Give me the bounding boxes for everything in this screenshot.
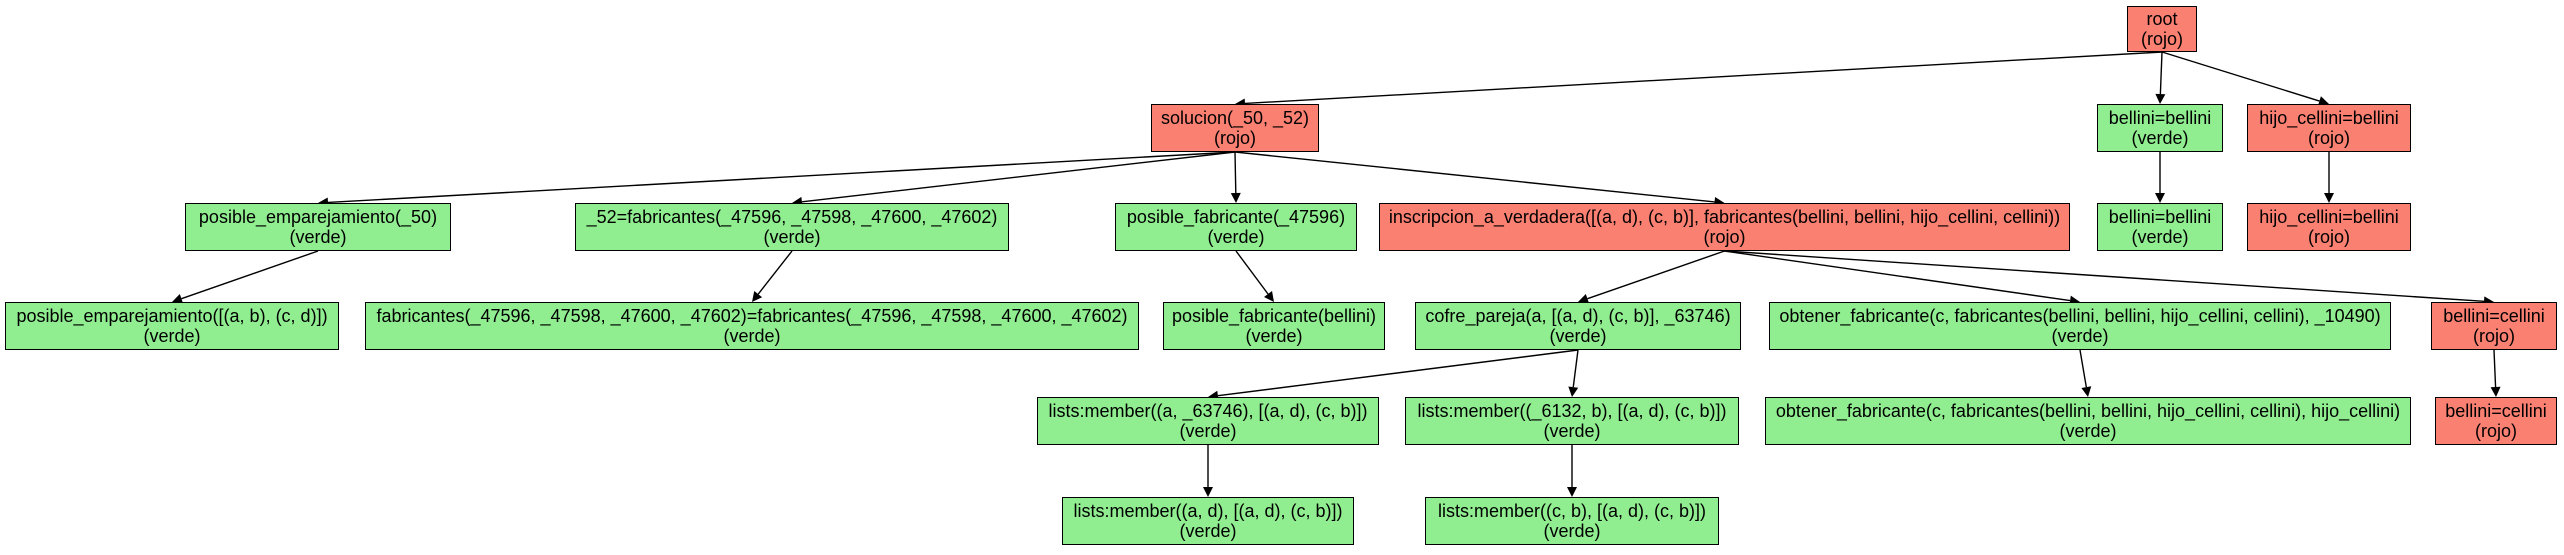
node-lists-member-a-result: lists:member((a, d), [(a, d), (c, b)]) (… (1062, 497, 1354, 545)
node-status: (verde) (143, 326, 201, 346)
node-status: (rojo) (2307, 128, 2350, 148)
node-status: (rojo) (2474, 421, 2517, 441)
edge-inscripcion-obtener1 (1724, 250, 2071, 302)
node-status: (verde) (1179, 521, 1237, 541)
edge-solucion-posible_fab (1234, 151, 1237, 194)
node-status: (verde) (763, 227, 821, 247)
edge-solucion-posible_emp (327, 151, 1236, 204)
node-label: solucion(_50, _52) (1160, 108, 1310, 128)
node-label: obtener_fabricante(c, fabricantes(bellin… (1775, 401, 2401, 421)
edge-solucion-fab52 (801, 151, 1236, 203)
node-bellini-cellini-result: bellini=cellini (rojo) (2435, 397, 2557, 445)
node-inscripcion-a-verdadera: inscripcion_a_verdadera([(a, d), (c, b)]… (1379, 203, 2070, 251)
node-fabricantes-assign: _52=fabricantes(_47596, _47598, _47600, … (575, 203, 1009, 251)
arrowhead-icon (2324, 193, 2334, 203)
arrowhead-icon (752, 291, 763, 302)
node-status: (verde) (2131, 128, 2189, 148)
edge-obtener1-obtener2 (2079, 349, 2088, 388)
node-status: (rojo) (1703, 227, 1746, 247)
arrowhead-icon (1567, 487, 1577, 497)
node-status: (rojo) (1213, 128, 1256, 148)
arrowhead-icon (1264, 290, 1274, 302)
node-status: (verde) (1543, 421, 1601, 441)
node-obtener-fabricante: obtener_fabricante(c, fabricantes(bellin… (1769, 302, 2391, 350)
node-hijo-cellini-bellini-result: hijo_cellini=bellini (rojo) (2247, 203, 2411, 251)
node-status: (verde) (289, 227, 347, 247)
arrowhead-icon (1578, 293, 1590, 304)
node-label: bellini=cellini (2443, 306, 2545, 326)
node-label: fabricantes(_47596, _47598, _47600, _476… (376, 306, 1128, 326)
node-label: obtener_fabricante(c, fabricantes(bellin… (1779, 306, 2381, 326)
node-posible-emparejamiento: posible_emparejamiento(_50) (verde) (185, 203, 451, 251)
node-posible-emparejamiento-list: posible_emparejamiento([(a, b), (c, d)])… (5, 302, 339, 350)
node-bellini-bellini-result: bellini=bellini (verde) (2097, 203, 2223, 251)
edge-posible_emp-posible_emp_list (181, 250, 319, 300)
node-label: bellini=bellini (2108, 207, 2212, 227)
node-label: posible_fabricante(_47596) (1126, 207, 1346, 227)
node-posible-fabricante: posible_fabricante(_47596) (verde) (1115, 203, 1357, 251)
node-label: cofre_pareja(a, [(a, d), (c, b)], _63746… (1425, 306, 1731, 326)
node-lists-member-b: lists:member((_6132, b), [(a, d), (c, b)… (1405, 397, 1739, 445)
node-status: (rojo) (2472, 326, 2515, 346)
arrowhead-icon (1230, 192, 1241, 203)
node-status: (rojo) (2307, 227, 2350, 247)
node-label: hijo_cellini=bellini (2259, 108, 2399, 128)
edge-inscripcion-cellini_a (1724, 250, 2485, 303)
node-label: _52=fabricantes(_47596, _47598, _47600, … (586, 207, 998, 227)
node-label: lists:member((a, d), [(a, d), (c, b)]) (1073, 501, 1343, 521)
node-obtener-fabricante-result: obtener_fabricante(c, fabricantes(bellin… (1765, 397, 2411, 445)
arrowhead-icon (2490, 386, 2501, 397)
node-label: lists:member((a, _63746), [(a, d), (c, b… (1048, 401, 1368, 421)
node-lists-member-a: lists:member((a, _63746), [(a, d), (c, b… (1037, 397, 1379, 445)
edge-cellini_a-cellini_b (2493, 349, 2497, 388)
arrowhead-icon (2155, 193, 2165, 203)
arrowhead-icon (172, 293, 184, 304)
node-status: (verde) (1543, 521, 1601, 541)
node-label: posible_fabricante(bellini) (1171, 306, 1377, 326)
node-status: (verde) (1549, 326, 1607, 346)
node-status: (rojo) (2140, 29, 2183, 49)
edge-root-hijo_a (2161, 51, 2320, 102)
node-label: posible_emparejamiento(_50) (198, 207, 438, 227)
node-label: inscripcion_a_verdadera([(a, d), (c, b)]… (1388, 207, 2061, 227)
node-solucion: solucion(_50, _52) (rojo) (1151, 104, 1319, 152)
edge-inscripcion-cofre (1587, 250, 1725, 300)
arrowhead-icon (2317, 96, 2329, 106)
edge-root-solucion (1244, 51, 2163, 105)
arrowhead-icon (1568, 386, 1579, 397)
edge-cofre-member1 (1217, 349, 1579, 397)
edge-posible_fab-posible_fab_bellini (1235, 250, 1269, 295)
node-status: (verde) (2059, 421, 2117, 441)
node-posible-fabricante-bellini: posible_fabricante(bellini) (verde) (1163, 302, 1385, 350)
arrowhead-icon (2155, 93, 2166, 104)
node-status: (verde) (723, 326, 781, 346)
node-label: root (2146, 9, 2178, 29)
node-status: (verde) (1207, 227, 1265, 247)
node-status: (verde) (1245, 326, 1303, 346)
edge-solucion-inscripcion (1234, 151, 1715, 203)
node-label: bellini=bellini (2108, 108, 2212, 128)
edge-cofre-member2 (1572, 349, 1579, 388)
node-cofre-pareja: cofre_pareja(a, [(a, d), (c, b)], _63746… (1415, 302, 1741, 350)
node-bellini-bellini: bellini=bellini (verde) (2097, 104, 2223, 152)
edge-root-bellini_a (2159, 51, 2163, 95)
node-label: lists:member((_6132, b), [(a, d), (c, b)… (1417, 401, 1727, 421)
node-hijo-cellini-bellini: hijo_cellini=bellini (rojo) (2247, 104, 2411, 152)
node-status: (verde) (2051, 326, 2109, 346)
node-status: (verde) (2131, 227, 2189, 247)
node-bellini-cellini: bellini=cellini (rojo) (2431, 302, 2557, 350)
node-label: bellini=cellini (2445, 401, 2547, 421)
node-status: (verde) (1179, 421, 1237, 441)
node-fabricantes-equality: fabricantes(_47596, _47598, _47600, _476… (365, 302, 1139, 350)
node-label: posible_emparejamiento([(a, b), (c, d)]) (16, 306, 328, 326)
node-label: lists:member((c, b), [(a, d), (c, b)]) (1437, 501, 1707, 521)
node-root: root (rojo) (2127, 6, 2197, 52)
arrowhead-icon (1203, 487, 1213, 497)
node-label: hijo_cellini=bellini (2259, 207, 2399, 227)
node-lists-member-b-result: lists:member((c, b), [(a, d), (c, b)]) (… (1425, 497, 1719, 545)
arrowhead-icon (2081, 386, 2092, 397)
edge-fab52-fab_eq (757, 250, 793, 295)
